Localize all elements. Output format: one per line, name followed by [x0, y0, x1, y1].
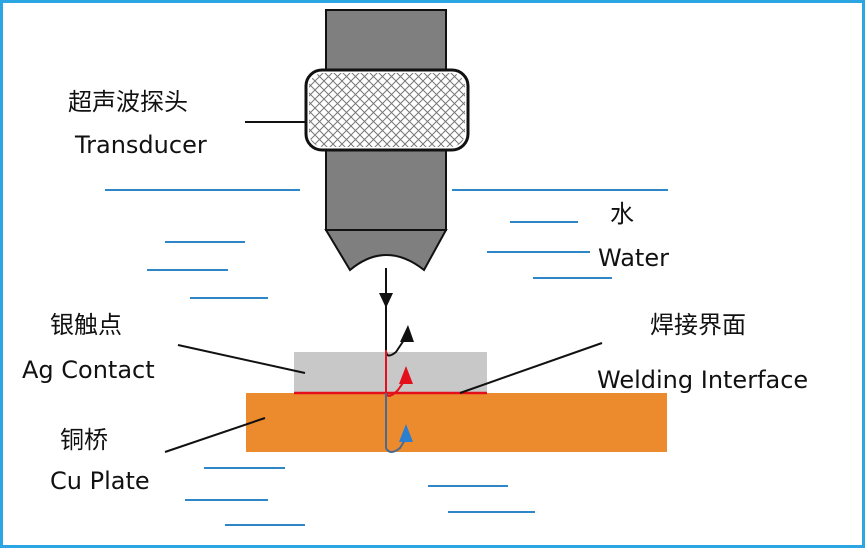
cu-plate: [246, 393, 667, 452]
water-lines: [105, 189, 668, 526]
transducer-label-en: Transducer: [74, 131, 207, 159]
ag-contact-label-en: Ag Contact: [22, 356, 155, 384]
water-label-cn: 水: [610, 200, 634, 228]
water-label-en: Water: [598, 244, 669, 272]
ultrasonic-wave-path: [379, 268, 414, 453]
interface-label-en: Welding Interface: [597, 366, 808, 394]
leader-lines: [164, 121, 603, 453]
transducer: [304, 9, 470, 272]
reflect-bottom-arrow: [399, 424, 413, 442]
reflect-interface-arrow: [399, 366, 413, 384]
ag-contact: [294, 352, 487, 393]
incident-arrow: [379, 293, 393, 308]
transducer-tip: [324, 229, 448, 272]
interface-label-cn: 焊接界面: [650, 311, 746, 339]
reflect-surface-arrow: [400, 325, 414, 342]
transducer-label-cn: 超声波探头: [68, 88, 188, 116]
ag-contact-label-cn: 银触点: [50, 311, 122, 339]
cu-plate-label-cn: 铜桥: [60, 426, 108, 454]
cu-plate-label-en: Cu Plate: [50, 467, 150, 495]
